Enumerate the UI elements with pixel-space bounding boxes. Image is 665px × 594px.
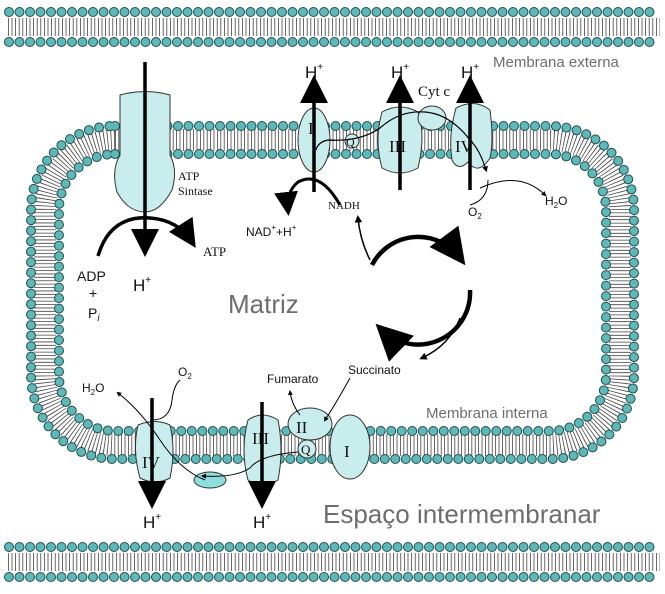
intermembrane-space-label: Espaço intermembranar (323, 499, 601, 529)
water-label-bottom: H2O (82, 381, 104, 397)
succinate-label: Succinato (348, 363, 401, 377)
ubiquinone-bottom: Q (301, 442, 311, 457)
pi-label: Pi (88, 305, 100, 324)
outer-membrane-label: Membrana externa (493, 54, 620, 71)
proton-label: H+ (305, 62, 323, 82)
complex-iii-label: III (389, 137, 406, 156)
atp-synthase: ATP Sintase ATP ADP + Pi H+ (77, 62, 226, 324)
complex-i-bottom-label: I (344, 442, 350, 461)
bottom-electron-chain: Q II I III IV H+ H+ H2O O2 Succinato Fum… (82, 363, 401, 532)
complex-i-label: I (308, 119, 314, 138)
krebs-cycle (354, 215, 473, 362)
inner-membrane-label: Membrana interna (426, 405, 548, 422)
proton-label: H+ (143, 512, 161, 532)
nad-label: NAD++H+ (246, 223, 297, 239)
fumarate-label: Fumarato (267, 372, 319, 386)
proton-label: H+ (391, 62, 409, 82)
oxygen-label-top: O2 (468, 205, 482, 221)
atp-synthase-label-2: Sintase (178, 184, 213, 198)
proton-label: H+ (461, 62, 479, 82)
atp-synthase-label: ATP (178, 169, 200, 183)
atp-label: ATP (203, 244, 226, 259)
top-electron-chain: Q I III IV H+ H+ H+ Cyt c NADH NAD++H+ H… (246, 62, 567, 239)
water-label-top: H2O (545, 194, 567, 210)
matrix-label: Matriz (228, 289, 299, 319)
cytochrome-c-label: Cyt c (418, 84, 450, 100)
outer-membrane-bottom (4, 542, 665, 582)
nadh-label: NADH (328, 200, 360, 212)
ubiquinone-top: Q (346, 135, 355, 149)
adp-label: ADP (77, 268, 106, 284)
oxygen-label-bottom: O2 (178, 365, 192, 381)
complex-ii-label: II (296, 418, 308, 437)
proton-label: H+ (133, 275, 151, 295)
proton-label: H+ (253, 512, 271, 532)
plus-label: + (89, 285, 97, 301)
outer-membrane-top (0, 7, 665, 47)
